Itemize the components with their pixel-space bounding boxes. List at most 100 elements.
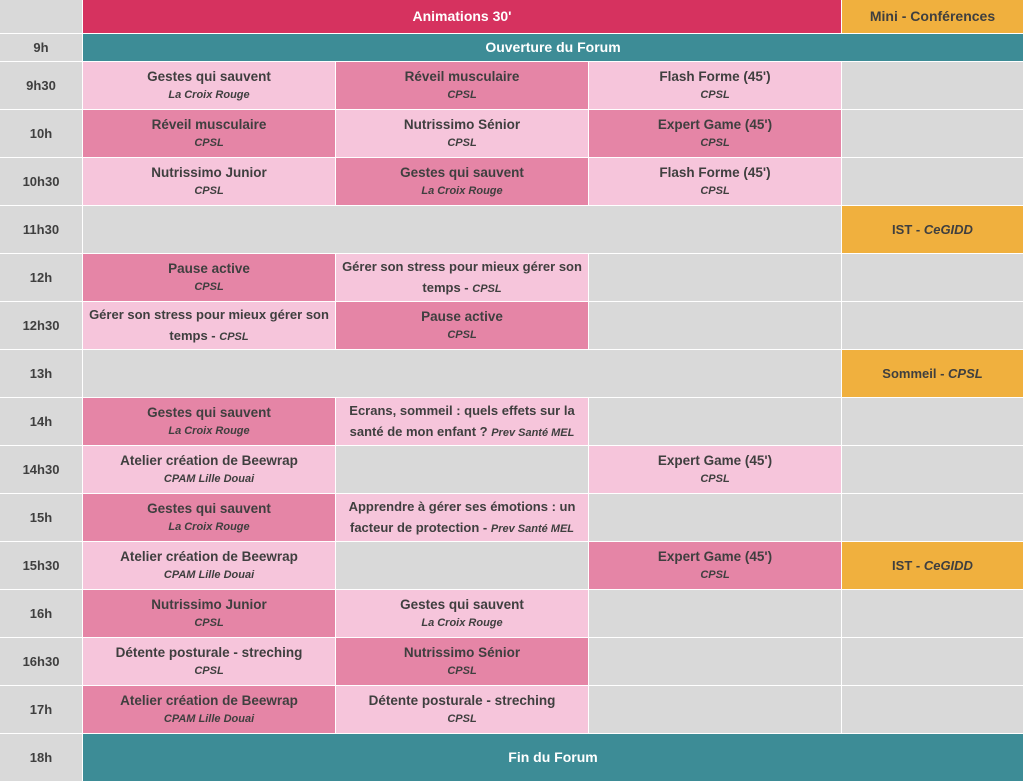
empty-cell [842, 494, 1024, 542]
session-org: CPSL [447, 136, 477, 149]
session-cell: Nutrissimo Junior CPSL [83, 590, 336, 638]
session-cell: Détente posturale - streching CPSL [336, 686, 589, 734]
session-cell: Gestes qui sauvent La Croix Rouge [83, 494, 336, 542]
session-cell: Gestes qui sauvent La Croix Rouge [336, 158, 589, 206]
conference-org: CeGIDD [923, 222, 973, 237]
session-title-cont: santé de mon enfant ? Prev Santé MEL [349, 423, 575, 439]
session-cell: Réveil musculaire CPSL [336, 62, 589, 110]
session-cell: Nutrissimo Sénior CPSL [336, 638, 589, 686]
empty-cell [589, 302, 842, 350]
session-title: Nutrissimo Sénior [403, 116, 521, 132]
session-title: Atelier création de Beewrap [120, 452, 298, 468]
session-cell: Gérer son stress pour mieux gérer son te… [336, 254, 589, 302]
session-title: Nutrissimo Sénior [403, 644, 521, 660]
header-corner [0, 0, 83, 34]
session-title: Apprendre à gérer ses émotions : un [348, 498, 576, 514]
session-org: CPSL [700, 136, 730, 149]
conference-cell: IST - CeGIDD [842, 206, 1024, 254]
session-cell: Expert Game (45') CPSL [589, 542, 842, 590]
empty-cell [589, 590, 842, 638]
empty-cell [842, 638, 1024, 686]
time-label: 13h [0, 350, 83, 398]
session-title: Gestes qui sauvent [400, 596, 524, 612]
empty-cell [842, 254, 1024, 302]
session-cell: Réveil musculaire CPSL [83, 110, 336, 158]
time-label: 12h [0, 254, 83, 302]
session-cell: Flash Forme (45') CPSL [589, 62, 842, 110]
session-title: Gestes qui sauvent [147, 68, 271, 84]
session-cell: Nutrissimo Junior CPSL [83, 158, 336, 206]
session-cell: Flash Forme (45') CPSL [589, 158, 842, 206]
session-org: CPSL [194, 664, 224, 677]
conference-org: CPSL [948, 366, 983, 381]
conference-cell: Sommeil - CPSL [842, 350, 1024, 398]
time-label: 17h [0, 686, 83, 734]
session-title: Réveil musculaire [151, 116, 267, 132]
session-cell: Nutrissimo Sénior CPSL [336, 110, 589, 158]
session-cell: Apprendre à gérer ses émotions : un fact… [336, 494, 589, 542]
time-label: 10h30 [0, 158, 83, 206]
session-cell: Pause active CPSL [336, 302, 589, 350]
session-title-cont: facteur de protection - Prev Santé MEL [350, 519, 574, 535]
conference-org: CeGIDD [923, 558, 973, 573]
banner-opening: Ouverture du Forum [83, 34, 1024, 62]
session-cell: Expert Game (45') CPSL [589, 446, 842, 494]
session-org: CPSL [700, 568, 730, 581]
empty-cell [842, 62, 1024, 110]
session-title: Expert Game (45') [657, 548, 773, 564]
session-title: Détente posturale - streching [115, 644, 303, 660]
session-org: CPSL [194, 280, 224, 293]
empty-cell [842, 302, 1024, 350]
empty-cell [589, 494, 842, 542]
session-cell: Gérer son stress pour mieux gérer son te… [83, 302, 336, 350]
session-cell: Détente posturale - streching CPSL [83, 638, 336, 686]
header-animations: Animations 30' [83, 0, 842, 34]
session-cell: Expert Game (45') CPSL [589, 110, 842, 158]
session-org: CPSL [700, 472, 730, 485]
empty-cell [842, 590, 1024, 638]
session-cell: Atelier création de Beewrap CPAM Lille D… [83, 446, 336, 494]
session-cell: Gestes qui sauvent La Croix Rouge [83, 398, 336, 446]
empty-cell [589, 254, 842, 302]
empty-cell [336, 542, 589, 590]
conference-title: Sommeil - CPSL [882, 366, 983, 381]
session-title: Gérer son stress pour mieux gérer son [89, 306, 329, 322]
session-title: Réveil musculaire [404, 68, 520, 84]
conference-cell: IST - CeGIDD [842, 542, 1024, 590]
time-label: 15h30 [0, 542, 83, 590]
session-title: Atelier création de Beewrap [120, 548, 298, 564]
session-org: CPSL [194, 616, 224, 629]
empty-cell [589, 686, 842, 734]
empty-cell [589, 638, 842, 686]
session-org: La Croix Rouge [168, 520, 250, 533]
session-org: La Croix Rouge [421, 184, 503, 197]
empty-cell [83, 206, 842, 254]
header-mini-conferences: Mini - Conférences [842, 0, 1024, 34]
session-org: CPSL [700, 88, 730, 101]
session-title: Nutrissimo Junior [151, 164, 267, 180]
time-label: 14h30 [0, 446, 83, 494]
session-title: Nutrissimo Junior [151, 596, 267, 612]
time-label: 16h [0, 590, 83, 638]
session-org: CPAM Lille Douai [163, 472, 255, 485]
session-org: CPSL [447, 328, 477, 341]
session-title: Ecrans, sommeil : quels effets sur la [349, 402, 575, 418]
session-title: Détente posturale - streching [368, 692, 556, 708]
session-title: Gestes qui sauvent [147, 404, 271, 420]
session-title: Gérer son stress pour mieux gérer son [342, 258, 582, 274]
session-org: La Croix Rouge [168, 88, 250, 101]
session-org: CPSL [194, 136, 224, 149]
empty-cell [83, 350, 842, 398]
time-label: 18h [0, 734, 83, 782]
session-org: CPSL [447, 664, 477, 677]
session-org: La Croix Rouge [421, 616, 503, 629]
session-title: Flash Forme (45') [659, 164, 771, 180]
session-org: CPSL [472, 282, 502, 295]
time-label: 14h [0, 398, 83, 446]
empty-cell [842, 446, 1024, 494]
empty-cell [336, 446, 589, 494]
session-title: Pause active [168, 260, 250, 276]
session-org: CPSL [194, 184, 224, 197]
session-title: Pause active [421, 308, 503, 324]
